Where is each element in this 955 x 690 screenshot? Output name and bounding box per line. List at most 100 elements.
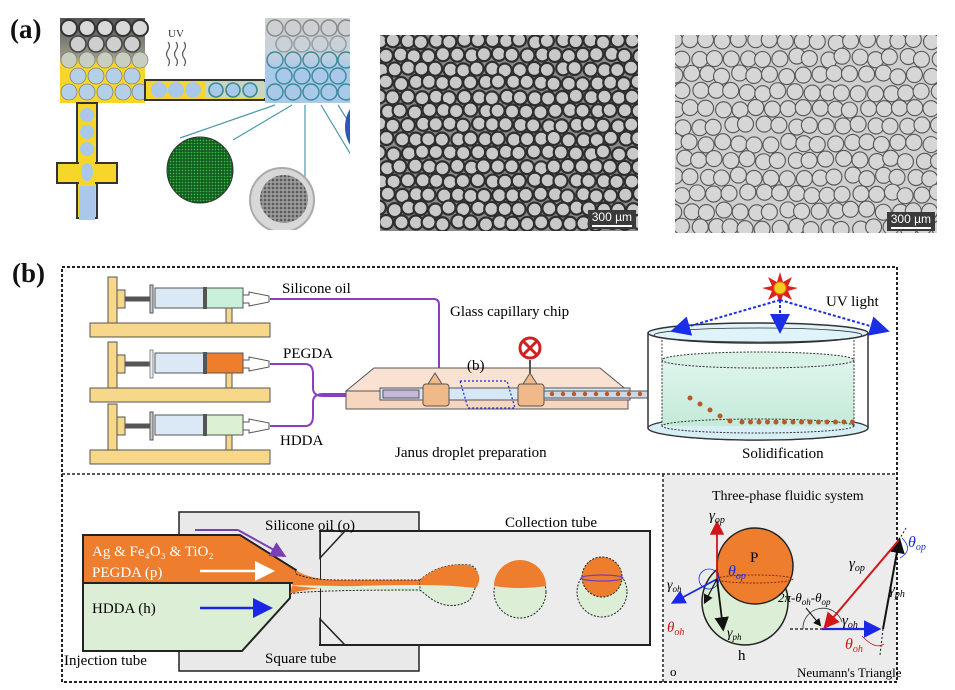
droplet	[393, 214, 410, 231]
droplet	[392, 46, 409, 63]
uv-rays	[670, 299, 890, 336]
droplet	[391, 102, 408, 119]
gamma-op-triangle: γop	[849, 556, 865, 574]
microsphere	[868, 185, 886, 203]
droplet	[462, 74, 479, 91]
bath-particle	[707, 407, 713, 413]
droplet	[380, 47, 395, 64]
droplet	[427, 143, 444, 161]
microsphere	[858, 133, 876, 151]
microsphere	[896, 153, 914, 171]
phase-o-label: o	[670, 664, 677, 679]
microsphere	[930, 83, 937, 100]
microsphere	[675, 187, 691, 205]
microsphere	[721, 218, 739, 233]
droplet	[601, 101, 618, 119]
droplet	[384, 89, 401, 106]
droplet	[575, 132, 592, 149]
microsphere	[738, 150, 756, 168]
microsphere	[736, 115, 755, 133]
droplet	[546, 46, 563, 64]
droplet	[400, 59, 417, 76]
microsphere	[715, 201, 733, 219]
chip-droplet	[593, 391, 599, 397]
chip-title: Glass capillary chip	[450, 304, 569, 320]
scale-bar-2-label: 300 µm	[890, 212, 931, 226]
droplet	[532, 185, 549, 202]
droplet	[427, 60, 444, 77]
microsphere	[880, 48, 898, 66]
zoom-marker-label: (b)	[467, 358, 485, 374]
droplet	[504, 215, 521, 231]
nanoparticle-label: Ag & Fe₄O₃ & TiO₂	[92, 544, 214, 560]
microsphere	[888, 168, 906, 186]
droplet	[470, 115, 488, 132]
microsphere	[731, 64, 749, 82]
microsphere	[771, 219, 789, 233]
microsphere	[858, 170, 876, 188]
droplet	[449, 46, 466, 63]
microsphere	[680, 133, 698, 151]
inlet-connector	[422, 383, 450, 407]
microsphere	[692, 81, 710, 99]
microsphere	[803, 187, 821, 205]
droplet	[440, 199, 457, 216]
microsphere	[705, 50, 723, 68]
microsphere	[675, 50, 691, 68]
droplet	[503, 46, 520, 63]
droplet	[380, 213, 395, 231]
microsphere	[882, 149, 900, 167]
droplet	[573, 158, 591, 175]
microsphere	[931, 51, 937, 68]
droplet	[380, 199, 387, 216]
hdda-phase-label: HDDA (h)	[92, 601, 156, 617]
bath-particle	[790, 419, 796, 425]
microsphere	[851, 48, 869, 66]
droplet	[601, 158, 618, 175]
panel-a-label: (a)	[10, 14, 42, 44]
microsphere	[912, 82, 930, 100]
microsphere	[683, 203, 701, 221]
microsphere	[832, 84, 850, 102]
microsphere	[760, 35, 778, 49]
gamma-op-left: γop	[709, 508, 725, 526]
microsphere	[896, 187, 914, 205]
bath-particle	[739, 419, 745, 425]
droplet	[399, 117, 416, 134]
droplet	[489, 130, 506, 147]
droplet	[560, 132, 577, 149]
droplet	[616, 102, 634, 119]
microsphere	[762, 136, 780, 154]
droplet	[538, 35, 555, 49]
droplet	[434, 46, 452, 63]
microsphere	[835, 149, 853, 168]
droplet	[380, 129, 395, 147]
droplet	[624, 145, 638, 162]
droplet	[511, 89, 529, 106]
uv-label: UV	[168, 28, 184, 40]
microsphere	[832, 220, 850, 233]
microsphere	[899, 117, 917, 135]
droplet	[469, 172, 486, 189]
microsphere	[840, 65, 859, 83]
microsphere	[707, 81, 725, 99]
injection-tube-label: Injection tube	[64, 653, 147, 669]
droplet	[421, 101, 438, 119]
droplet	[630, 158, 638, 176]
gamma-oh-left: γoh	[667, 578, 682, 594]
droplet	[525, 117, 542, 134]
droplet	[622, 59, 638, 76]
microsphere	[810, 202, 828, 220]
droplet	[510, 35, 528, 48]
microsphere	[697, 99, 715, 117]
droplet	[393, 75, 410, 93]
tubing	[270, 298, 440, 427]
microsphere	[681, 35, 699, 49]
collection-tube-label: Collection tube	[505, 515, 597, 531]
droplet	[434, 74, 451, 92]
droplet	[574, 46, 591, 63]
microsphere	[729, 35, 747, 48]
microsphere	[779, 100, 797, 118]
bath-particle	[765, 419, 770, 425]
chip-droplet	[560, 391, 566, 397]
